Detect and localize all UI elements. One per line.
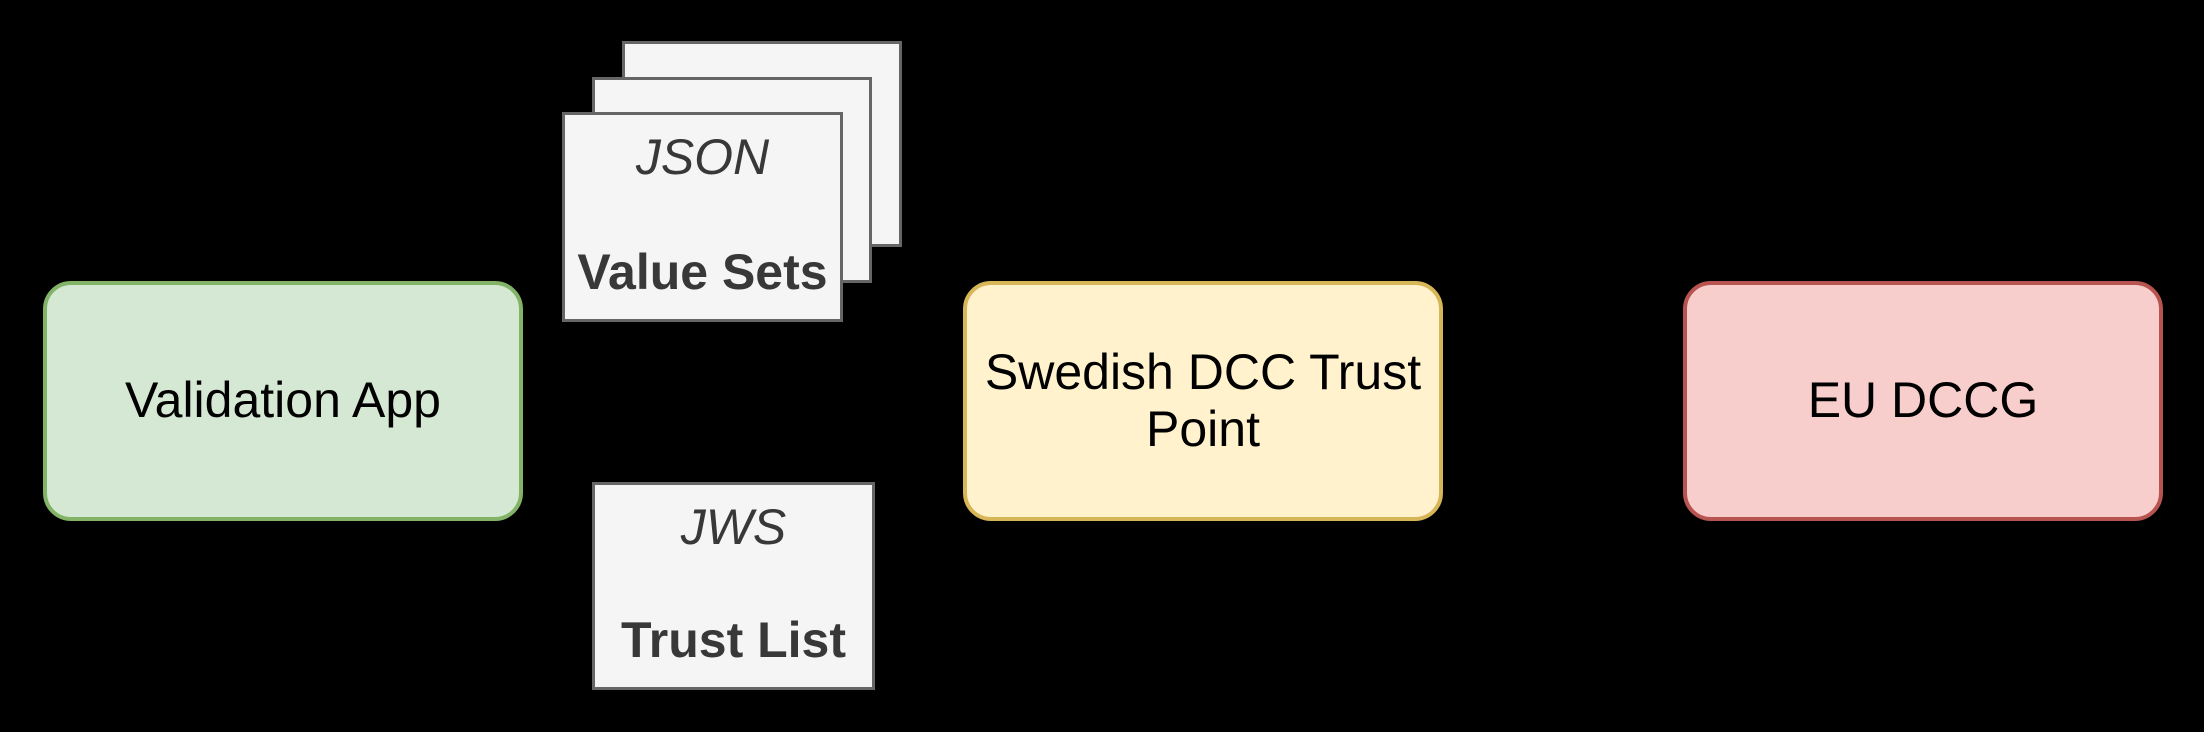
value-sets-format-label: JSON — [635, 129, 770, 185]
node-swedish-dcc-trust-point: Swedish DCC Trust Point — [963, 281, 1443, 521]
node-eu-dccg: EU DCCG — [1683, 281, 2163, 521]
trust-list-title-label: Trust List — [620, 611, 847, 668]
node-eu-dccg-label: EU DCCG — [1807, 372, 2039, 429]
node-validation-app-label: Validation App — [125, 372, 441, 429]
trust-list-format-label: JWS — [680, 499, 787, 555]
node-trust-list: JWS Trust List — [592, 482, 875, 690]
node-validation-app: Validation App — [43, 281, 523, 521]
node-swedish-dcc-trust-point-label: Swedish DCC Trust Point — [984, 343, 1422, 458]
value-sets-title-label: Value Sets — [577, 243, 828, 300]
value-sets-sheet-front: JSON Value Sets — [562, 112, 843, 322]
